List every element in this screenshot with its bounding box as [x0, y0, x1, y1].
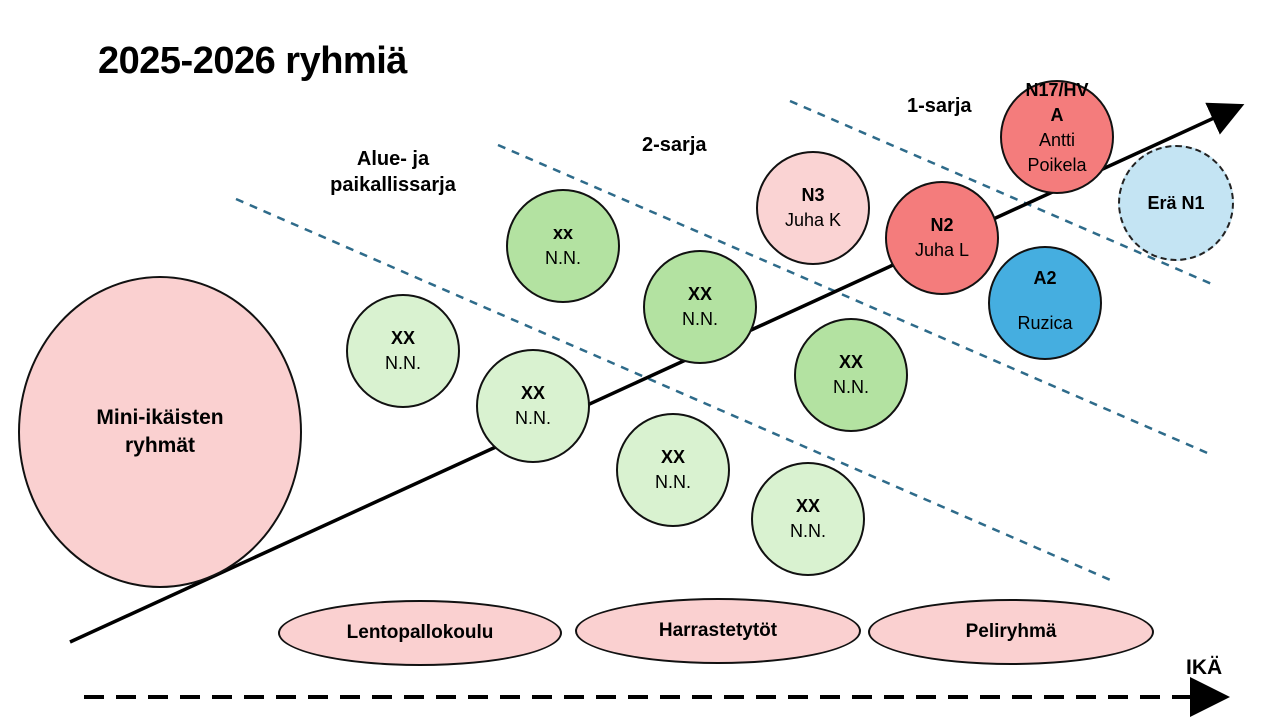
progression-arrow — [69, 102, 1245, 644]
stage-harrastetytot: Harrastetytöt — [575, 598, 861, 664]
group-mini: Mini-ikäisten ryhmät — [18, 276, 302, 588]
dashed-separator-1 — [235, 197, 1116, 584]
group-era-n1: Erä N1 — [1118, 145, 1234, 261]
dashed-separator-3 — [789, 99, 1215, 287]
level-label-2-sarja: 2-sarja — [642, 134, 707, 156]
level-label-1-sarja: 1-sarja — [907, 95, 972, 117]
page-title: 2025-2026 ryhmiä — [98, 40, 407, 82]
age-axis-label: IKÄ — [1186, 656, 1223, 679]
group-a: N17/HV A Antti Poikela — [1000, 80, 1114, 194]
stage-peliryhma: Peliryhmä — [868, 599, 1154, 665]
stage-lentopallokoulu: Lentopallokoulu — [278, 600, 562, 666]
dashed-separator-2 — [497, 143, 1213, 457]
group-a2: A2 Ruzica — [988, 246, 1102, 360]
level-label-alue: Alue- ja paikallissarja — [330, 148, 456, 196]
